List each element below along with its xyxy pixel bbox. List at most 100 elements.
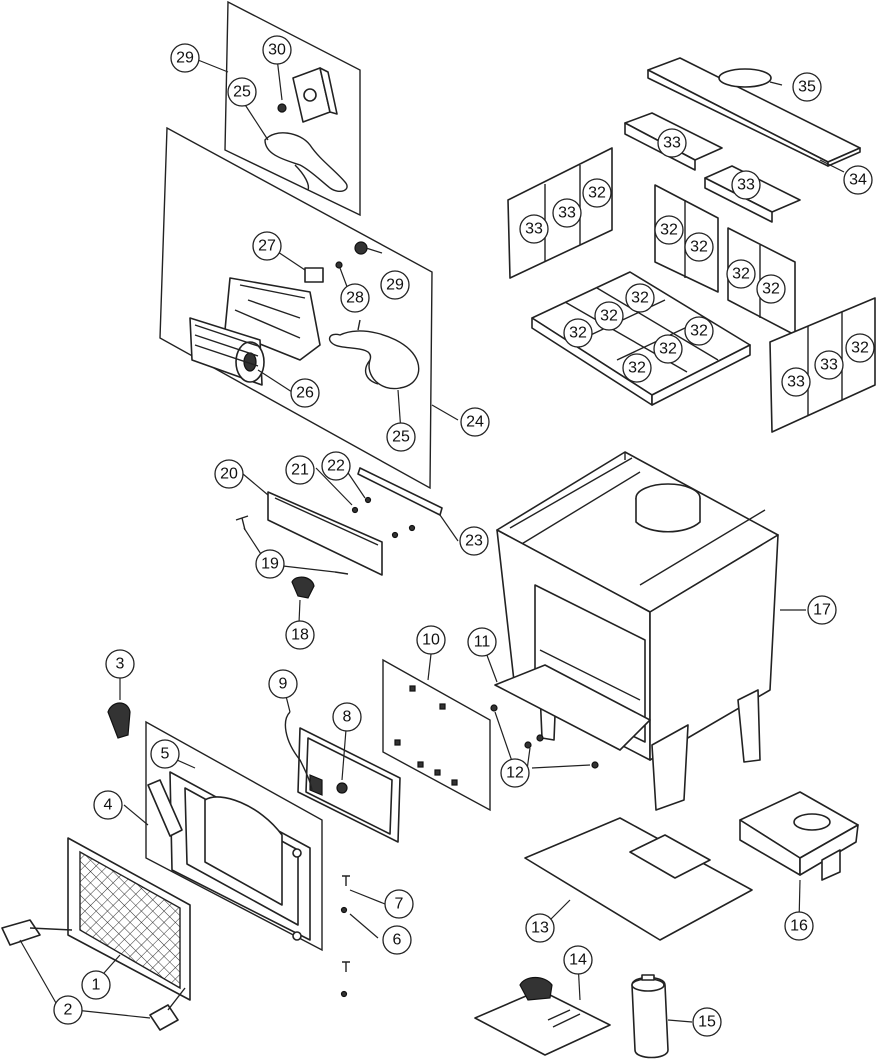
svg-text:27: 27 <box>258 238 276 255</box>
svg-text:32: 32 <box>588 185 606 202</box>
svg-text:32: 32 <box>762 281 780 298</box>
callout-32-c: 32 <box>684 232 714 262</box>
callout-5: 5 <box>150 739 180 769</box>
callout-21: 21 <box>285 455 315 485</box>
callout-15: 15 <box>692 1007 722 1037</box>
callout-25: 25 <box>227 77 257 107</box>
svg-text:35: 35 <box>798 79 816 96</box>
callout-32-l: 32 <box>845 333 875 363</box>
callout-33-f: 33 <box>781 367 811 397</box>
door-glass <box>297 727 401 843</box>
callout-17: 17 <box>807 595 837 625</box>
callout-32-e: 32 <box>756 274 786 304</box>
callout-32-h: 32 <box>563 318 593 348</box>
svg-text:18: 18 <box>291 627 309 644</box>
callout-32-b: 32 <box>654 215 684 245</box>
callout-19: 19 <box>255 549 285 579</box>
callout-32-f: 32 <box>625 283 655 313</box>
svg-text:29: 29 <box>386 277 404 294</box>
callout-33-d: 33 <box>519 214 549 244</box>
svg-text:13: 13 <box>531 920 549 937</box>
blower-bracket <box>235 467 443 599</box>
callout-22: 22 <box>321 451 351 481</box>
svg-text:25: 25 <box>392 429 410 446</box>
manual-kit <box>474 976 611 1056</box>
stove-body <box>496 451 779 811</box>
callout-7: 7 <box>384 889 414 919</box>
callout-12: 12 <box>500 758 530 788</box>
svg-text:32: 32 <box>628 360 646 377</box>
svg-text:5: 5 <box>161 746 170 763</box>
callout-1: 1 <box>81 970 111 1000</box>
callout-13: 13 <box>525 913 555 943</box>
svg-text:30: 30 <box>268 42 286 59</box>
callout-8: 8 <box>332 702 362 732</box>
svg-text:33: 33 <box>820 357 838 374</box>
callout-20: 20 <box>214 459 244 489</box>
svg-text:33: 33 <box>558 205 576 222</box>
door-handle-knob <box>107 702 131 739</box>
callout-18: 18 <box>285 620 315 650</box>
svg-text:19: 19 <box>261 556 279 573</box>
svg-text:4: 4 <box>104 797 113 814</box>
svg-text:1: 1 <box>92 977 101 994</box>
callout-31: 30 <box>262 35 292 65</box>
svg-text:21: 21 <box>291 462 309 479</box>
callout-23: 23 <box>459 526 489 556</box>
callout-16: 16 <box>784 911 814 941</box>
svg-text:9: 9 <box>279 676 288 693</box>
svg-text:32: 32 <box>659 341 677 358</box>
svg-text:32: 32 <box>851 340 869 357</box>
callout-9: 9 <box>268 669 298 699</box>
callout-10: 10 <box>416 625 446 655</box>
svg-text:29: 29 <box>176 50 194 67</box>
callout-32-a: 32 <box>582 178 612 208</box>
svg-text:32: 32 <box>600 308 618 325</box>
thermodisc-kit-panel <box>224 0 361 217</box>
svg-text:23: 23 <box>465 533 483 550</box>
baffle-board <box>647 57 861 167</box>
blower-kit-panel <box>159 126 433 490</box>
callout-33-e: 33 <box>814 350 844 380</box>
ash-pan <box>739 791 859 881</box>
svg-text:16: 16 <box>790 918 808 935</box>
svg-text:15: 15 <box>698 1014 716 1031</box>
callout-32-j: 32 <box>653 334 683 364</box>
callout-11: 11 <box>467 627 497 657</box>
rear-firebrick-center <box>654 184 719 293</box>
svg-text:22: 22 <box>327 458 345 475</box>
callouts: 29 30 25 27 2929 28 26 24 25 20 21 22 23… <box>53 35 875 1037</box>
svg-text:14: 14 <box>569 952 587 969</box>
svg-text:32: 32 <box>690 239 708 256</box>
svg-text:11: 11 <box>474 634 491 651</box>
callout-33-c: 33 <box>552 198 582 228</box>
svg-text:32: 32 <box>690 323 708 340</box>
screws-6-7 <box>340 875 350 998</box>
svg-text:10: 10 <box>422 632 440 649</box>
callout-33-a: 33 <box>657 128 687 158</box>
callout-3: 3 <box>105 649 135 679</box>
svg-text:20: 20 <box>220 466 238 483</box>
callout-30: 29 <box>170 43 200 73</box>
svg-text:2: 2 <box>64 1002 73 1019</box>
svg-text:32: 32 <box>732 266 750 283</box>
callout-32-k: 32 <box>622 353 652 383</box>
svg-text:32: 32 <box>569 325 587 342</box>
door-frame <box>147 771 311 941</box>
callout-34: 34 <box>843 165 873 195</box>
callout-33-b: 33 <box>731 170 761 200</box>
svg-text:3: 3 <box>116 656 125 673</box>
callout-26: 26 <box>290 378 320 408</box>
callout-32-i: 32 <box>684 316 714 346</box>
door-screen <box>1 837 191 1031</box>
svg-text:28: 28 <box>346 290 364 307</box>
floor-protector <box>524 817 753 941</box>
gasket-9 <box>284 711 313 791</box>
callout-24: 24 <box>460 407 490 437</box>
callout-2: 2 <box>53 995 83 1025</box>
svg-text:34: 34 <box>849 172 867 189</box>
callout-29: 2929 <box>380 270 410 300</box>
svg-text:33: 33 <box>787 374 805 391</box>
svg-text:8: 8 <box>343 709 352 726</box>
